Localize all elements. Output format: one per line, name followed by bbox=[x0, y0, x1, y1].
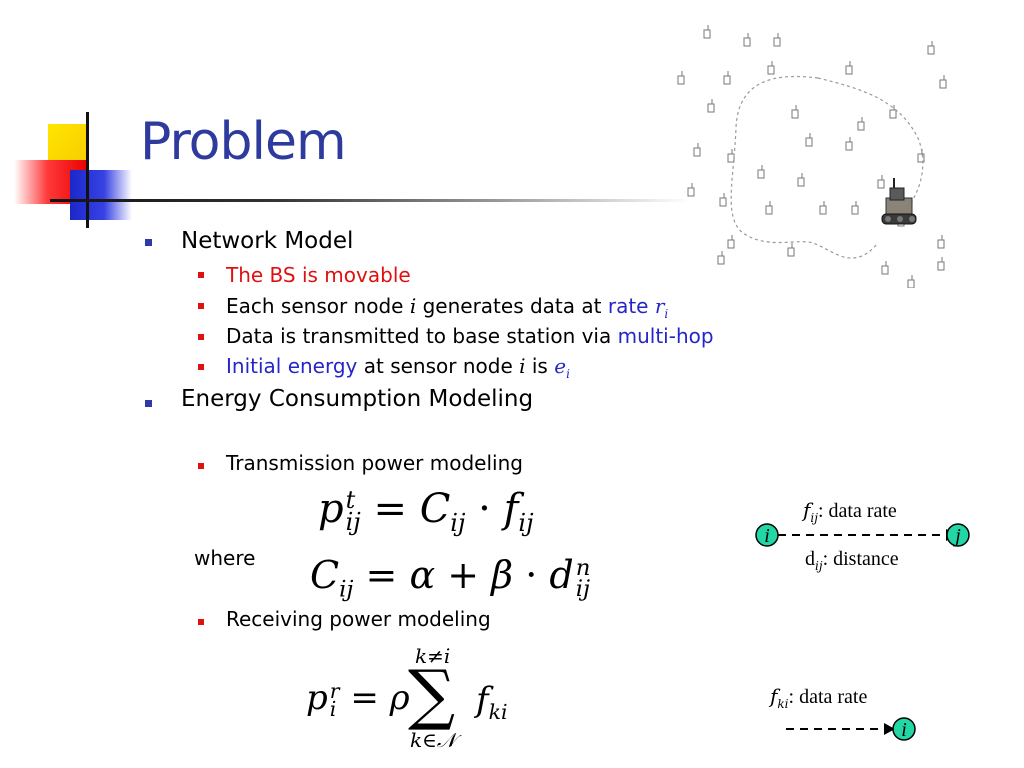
sensor-node-icon bbox=[773, 37, 781, 47]
decor-blue-square bbox=[70, 170, 132, 220]
decor-vertical-line bbox=[86, 112, 89, 228]
sub-bullet-receiving: Receiving power modeling bbox=[226, 607, 491, 631]
bullet-marker bbox=[145, 400, 152, 407]
title-decoration bbox=[0, 0, 200, 240]
sensor-node-icon bbox=[767, 65, 775, 75]
sensor-node-icon bbox=[889, 109, 897, 119]
sensor-node-icon bbox=[939, 79, 947, 89]
sensor-node-icon bbox=[845, 141, 853, 151]
sub-bullet-marker bbox=[198, 334, 204, 340]
sub-bullet-marker bbox=[198, 303, 204, 309]
sensor-node-icon bbox=[937, 239, 945, 249]
bullet-marker bbox=[145, 239, 152, 246]
sensor-nodes bbox=[677, 25, 947, 288]
sensor-node-icon bbox=[819, 205, 827, 215]
bullet-network-model: Network Model bbox=[181, 228, 354, 254]
sensor-node-icon bbox=[805, 137, 813, 147]
sub-bullet-transmission: Transmission power modeling bbox=[226, 451, 523, 475]
robot-base-station-icon bbox=[881, 178, 917, 225]
link-diagram-ki: i bbox=[786, 717, 916, 741]
node-j-label: j bbox=[952, 525, 961, 547]
sensor-node-icon bbox=[687, 187, 695, 197]
sensor-node-icon bbox=[723, 75, 731, 85]
sensor-node-icon bbox=[857, 121, 865, 131]
node-i-label: i bbox=[901, 719, 907, 741]
sensor-node-icon bbox=[881, 265, 889, 275]
where-label: where bbox=[194, 546, 256, 570]
sensor-node-icon bbox=[797, 177, 805, 187]
sensor-node-icon bbox=[707, 103, 715, 113]
sensor-node-icon bbox=[791, 109, 799, 119]
sub-bullet-marker bbox=[198, 463, 204, 469]
node-i-label: i bbox=[764, 525, 770, 547]
sub-bullet-marker bbox=[198, 272, 204, 278]
sub-bullet-initial-energy: Initial energy at sensor node i is ei bbox=[226, 354, 570, 381]
sum-upper-limit: k≠i bbox=[415, 644, 451, 668]
sub-bullet-bs-movable: The BS is movable bbox=[226, 263, 411, 287]
sensor-node-icon bbox=[693, 147, 701, 157]
title-underline bbox=[50, 199, 690, 202]
sensor-node-icon bbox=[757, 169, 765, 179]
sum-term: fki bbox=[476, 680, 508, 724]
sub-bullet-data-rate: Each sensor node i generates data at rat… bbox=[226, 294, 669, 321]
sensor-node-icon bbox=[937, 261, 945, 271]
sensor-node-icon bbox=[851, 205, 859, 215]
sensor-node-icon bbox=[717, 255, 725, 265]
sensor-node-icon bbox=[719, 197, 727, 207]
sensor-node-icon bbox=[787, 247, 795, 257]
link-diagram-ij: i j bbox=[755, 523, 970, 547]
sub-bullet-marker bbox=[198, 619, 204, 625]
sensor-node-icon bbox=[845, 65, 853, 75]
sensor-network-illustration bbox=[677, 25, 947, 288]
sub-bullet-marker bbox=[198, 364, 204, 370]
sensor-node-icon bbox=[765, 205, 773, 215]
sensor-node-icon bbox=[907, 279, 915, 288]
sensor-node-icon bbox=[703, 29, 711, 39]
sensor-node-icon bbox=[727, 239, 735, 249]
sum-symbol: ∑ bbox=[408, 656, 456, 733]
sensor-node-icon bbox=[917, 153, 925, 163]
sensor-node-icon bbox=[877, 179, 885, 189]
sensor-node-icon bbox=[727, 153, 735, 163]
diagram-data-rate-label: fij: data rate bbox=[803, 498, 897, 525]
robot-path bbox=[730, 75, 879, 259]
sensor-node-icon bbox=[743, 37, 751, 47]
sensor-node-icon bbox=[677, 75, 685, 85]
sum-lower-limit: k∈𝒩 bbox=[410, 728, 457, 752]
sub-bullet-multi-hop: Data is transmitted to base station via … bbox=[226, 324, 714, 348]
page-title: Problem bbox=[140, 112, 347, 172]
sensor-node-icon bbox=[927, 45, 935, 55]
diagram2-data-rate-label: fki: data rate bbox=[770, 684, 868, 711]
bullet-energy-consumption: Energy Consumption Modeling bbox=[181, 386, 534, 412]
diagram-distance-label: dij: distance bbox=[805, 548, 899, 573]
